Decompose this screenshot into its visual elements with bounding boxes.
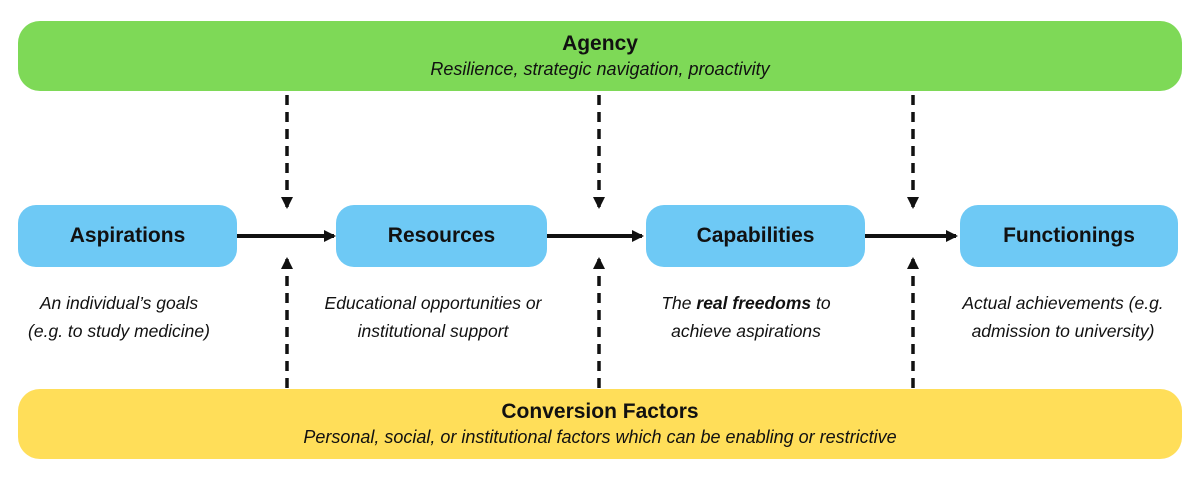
resources-description: Educational opportunities or institution… bbox=[303, 289, 563, 345]
aspirations-description: An individual’s goals (e.g. to study med… bbox=[0, 289, 249, 345]
capabilities-description-line1-post: to bbox=[811, 293, 831, 313]
conversion-factors-title: Conversion Factors bbox=[501, 400, 699, 423]
agency-bar: Agency Resilience, strategic navigation,… bbox=[18, 21, 1182, 91]
agency-subtitle: Resilience, strategic navigation, proact… bbox=[430, 59, 770, 79]
capabilities-description-line1-bold: real freedoms bbox=[696, 293, 812, 313]
node-aspirations: Aspirations bbox=[18, 205, 237, 267]
node-functionings-label: Functionings bbox=[1003, 224, 1135, 247]
capabilities-description: The real freedoms to achieve aspirations bbox=[616, 289, 876, 345]
functionings-description-line2: admission to university) bbox=[971, 321, 1155, 341]
capabilities-description-line2: achieve aspirations bbox=[671, 321, 821, 341]
node-resources-label: Resources bbox=[387, 224, 496, 247]
node-functionings: Functionings bbox=[960, 205, 1178, 267]
conversion-factors-bar: Conversion Factors Personal, social, or … bbox=[18, 389, 1182, 459]
conversion-factors-subtitle: Personal, social, or institutional facto… bbox=[303, 427, 897, 447]
capabilities-description-line1-pre: The bbox=[661, 293, 697, 313]
resources-description-line2: institutional support bbox=[357, 321, 509, 341]
functionings-description: Actual achievements (e.g. admission to u… bbox=[933, 289, 1193, 345]
node-capabilities-label: Capabilities bbox=[696, 224, 815, 247]
functionings-description-line1: Actual achievements (e.g. bbox=[962, 293, 1164, 313]
node-aspirations-label: Aspirations bbox=[69, 224, 186, 247]
resources-description-line1: Educational opportunities or bbox=[324, 293, 542, 313]
aspirations-description-line1: An individual’s goals bbox=[39, 293, 199, 313]
node-resources: Resources bbox=[336, 205, 547, 267]
node-capabilities: Capabilities bbox=[646, 205, 865, 267]
agency-title: Agency bbox=[562, 32, 638, 55]
aspirations-description-line2: (e.g. to study medicine) bbox=[28, 321, 210, 341]
